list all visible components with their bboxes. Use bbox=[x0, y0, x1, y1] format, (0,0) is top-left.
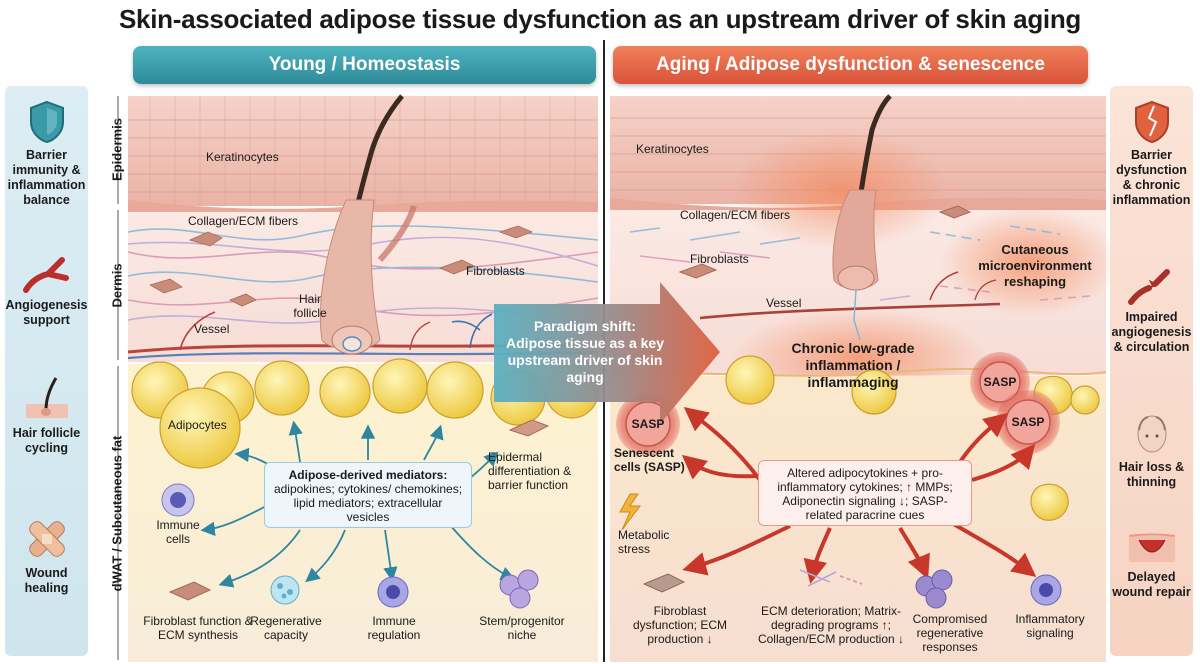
outcome-label: Barrier immunity & inflammation balance bbox=[7, 148, 86, 207]
outcome-label: Wound healing bbox=[24, 566, 69, 595]
sasp-label-3: SASP bbox=[1012, 415, 1045, 429]
fibroblast-function-label: Fibroblast function & ECM synthesis bbox=[143, 614, 253, 642]
mediators-heading: Adipose-derived mediators: bbox=[288, 468, 448, 482]
immune-cell-left bbox=[161, 483, 195, 517]
outcome-barrier-immunity: Barrier immunity & inflammation balance bbox=[5, 100, 88, 208]
outcome-hair-loss: Hair loss & thinning bbox=[1110, 412, 1193, 490]
senescent-cells-label: Senescent cells (SASP) bbox=[614, 446, 685, 474]
paradigm-shift-arrow bbox=[494, 282, 720, 424]
mediator-arrows bbox=[200, 420, 516, 588]
ecm-deterioration-icon bbox=[799, 569, 863, 587]
hair-follicle bbox=[319, 94, 417, 355]
inflammatory-signaling-label: Inflammatory signaling bbox=[1015, 612, 1085, 640]
sasp-label-1: SASP bbox=[632, 417, 665, 431]
vessel-label: Vessel bbox=[194, 322, 230, 336]
outcome-label: Barrier dysfunction & chronic inflammati… bbox=[1112, 148, 1191, 207]
epidermis-label: Epidermis bbox=[109, 118, 125, 181]
compromised-regen-icon bbox=[915, 569, 953, 609]
outcome-label: Hair loss & thinning bbox=[1118, 460, 1185, 489]
fibroblast-bottom-left bbox=[168, 581, 212, 601]
immune-regulation-icon bbox=[377, 576, 409, 608]
fat-layer-label: dWAT / Subcutaneous fat bbox=[109, 435, 125, 592]
balding-head-icon bbox=[1137, 415, 1166, 453]
wound-icon bbox=[1128, 533, 1175, 562]
altered-adipocytokines-box: Altered adipocytokines + pro-inflammator… bbox=[758, 460, 972, 526]
cutaneous-reshaping-label: Cutaneous microenvironment reshaping bbox=[978, 242, 1092, 289]
outcome-hair-follicle: Hair follicle cycling bbox=[5, 376, 88, 456]
outcome-label: Impaired angiogenesis & circulation bbox=[1111, 310, 1192, 354]
epidermal-label: Epidermal differentiation & barrier func… bbox=[488, 450, 572, 492]
inflammation-arrows bbox=[681, 407, 1037, 584]
right-outcomes-column: Barrier dysfunction & chronic inflammati… bbox=[1110, 86, 1193, 656]
blood-vessel-icon bbox=[22, 257, 69, 293]
paradigm-shift-text: Paradigm shift: Adipose tissue as a key … bbox=[506, 318, 664, 385]
left-outcomes-column: Barrier immunity & inflammation balance … bbox=[5, 86, 88, 656]
outcome-label: Hair follicle cycling bbox=[12, 426, 81, 455]
inflammaging-label: Chronic low-grade inflammation / inflamm… bbox=[791, 340, 915, 390]
epidermal-cell-icon bbox=[508, 419, 550, 437]
page-title: Skin-associated adipose tissue dysfuncti… bbox=[119, 4, 1081, 34]
hair-follicle-icon bbox=[25, 377, 68, 418]
vessel-right bbox=[699, 271, 1001, 320]
fibroblast-dysfunction-label: Fibroblast dysfunction; ECM production ↓ bbox=[632, 604, 728, 646]
fibroblasts-label: Fibroblasts bbox=[466, 264, 525, 278]
panel-header-young: Young / Homeostasis bbox=[133, 46, 596, 84]
fibroblasts-right-label: Fibroblasts bbox=[690, 252, 749, 266]
keratinocytes-right-label: Keratinocytes bbox=[636, 142, 709, 156]
outcome-barrier-dysfunction: Barrier dysfunction & chronic inflammati… bbox=[1110, 100, 1193, 208]
adipose-mediators-box: Adipose-derived mediators: adipokines; c… bbox=[264, 462, 472, 528]
dermis-label: Dermis bbox=[109, 263, 125, 308]
fibroblast-dysfunction-icon bbox=[642, 573, 686, 593]
adipocytes-label: Adipocytes bbox=[168, 418, 227, 432]
hair-follicle-right bbox=[832, 94, 892, 341]
outcome-delayed-wound-repair: Delayed wound repair bbox=[1110, 526, 1193, 600]
compromised-regen-label: Compromised regenerative responses bbox=[912, 612, 988, 654]
metabolic-stress-label: Metabolic stress bbox=[618, 528, 670, 556]
bandage-icon bbox=[28, 521, 65, 557]
vessel-right-label: Vessel bbox=[766, 296, 802, 310]
stem-niche-icon bbox=[499, 569, 539, 609]
keratinocytes-label: Keratinocytes bbox=[206, 150, 279, 164]
immune-regulation-label: Immune regulation bbox=[367, 614, 421, 642]
outcome-label: Angiogenesis support bbox=[5, 298, 88, 327]
collagen-label: Collagen/ECM fibers bbox=[188, 214, 299, 228]
shield-icon bbox=[29, 100, 64, 144]
cracked-shield-icon bbox=[1134, 100, 1169, 144]
immune-cells-label: Immune cells bbox=[156, 518, 200, 546]
panel-header-aging: Aging / Adipose dysfunction & senescence bbox=[613, 46, 1088, 84]
fibroblast-right bbox=[678, 263, 718, 279]
outcome-wound-healing: Wound healing bbox=[5, 516, 88, 596]
adipocytes-right bbox=[725, 355, 1100, 521]
stem-niche-label: Stem/progenitor niche bbox=[479, 614, 565, 642]
collagen-right-label: Collagen/ECM fibers bbox=[680, 208, 791, 222]
hair-follicle-label: Hair follicle bbox=[293, 292, 327, 320]
lightning-icon bbox=[619, 493, 641, 531]
outcome-label: Delayed wound repair bbox=[1112, 570, 1191, 599]
sasp-cell bbox=[616, 352, 1060, 456]
sasp-label-2: SASP bbox=[984, 375, 1017, 389]
fibroblast-cells bbox=[148, 225, 534, 307]
regenerative-label: Regenerative capacity bbox=[250, 614, 322, 642]
damaged-vessel-icon bbox=[1127, 269, 1170, 305]
outcome-angiogenesis: Angiogenesis support bbox=[5, 254, 88, 328]
ecm-deterioration-label: ECM deterioration; Matrix-degrading prog… bbox=[757, 604, 905, 646]
inflammatory-cell-icon bbox=[1030, 574, 1062, 606]
outcome-impaired-angiogenesis: Impaired angiogenesis & circulation bbox=[1110, 266, 1193, 355]
mediators-text: adipokines; cytokines/ chemokines; lipid… bbox=[273, 482, 463, 524]
regenerative-icon bbox=[270, 575, 300, 605]
